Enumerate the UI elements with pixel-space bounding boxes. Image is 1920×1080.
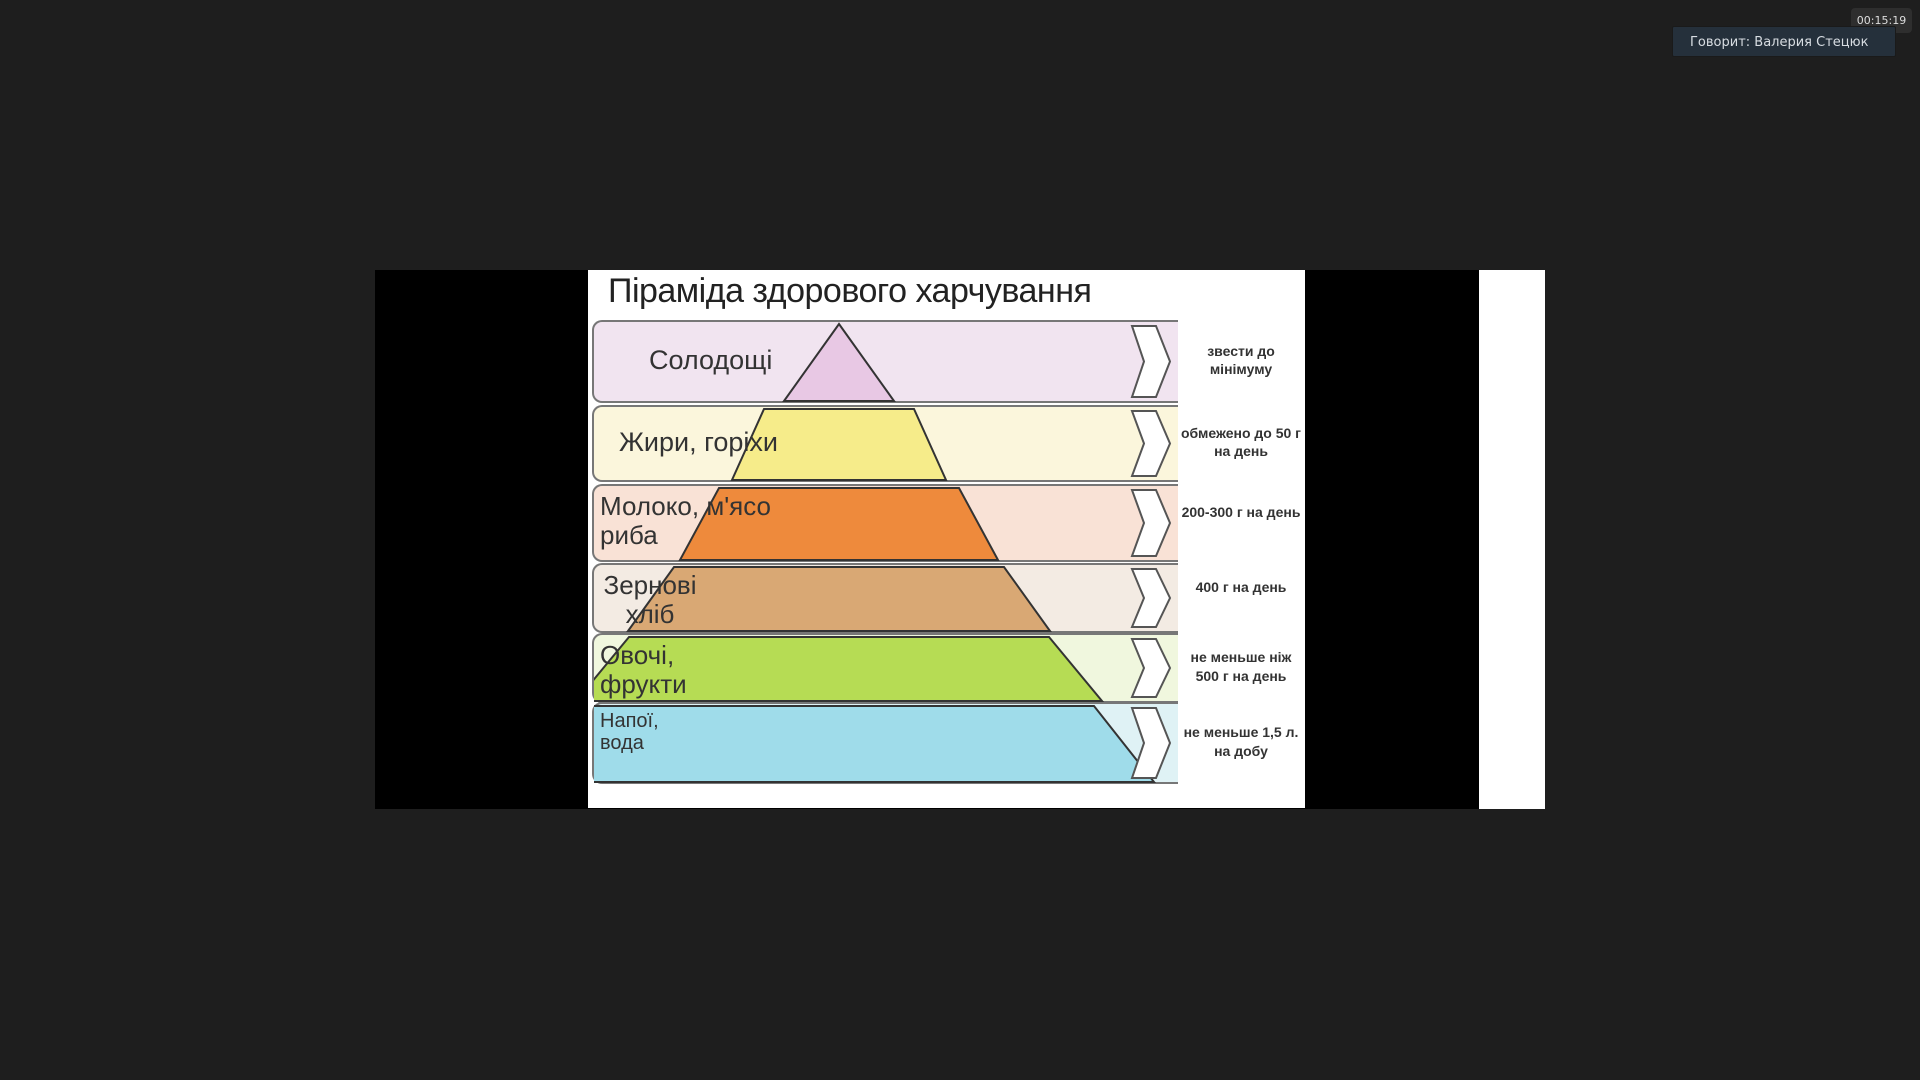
active-speaker-banner: Говорит: Валерия Стецюк	[1672, 26, 1896, 57]
pyramid-level: Напої, вода	[592, 702, 1178, 784]
chevron-right-icon	[1130, 707, 1172, 779]
presentation-slide: Піраміда здорового харчування Солодощі зв…	[588, 270, 1305, 808]
chevron-right-icon	[1130, 410, 1172, 477]
pyramid-food-segment	[626, 566, 1052, 632]
pyramid-food-segment	[594, 636, 1105, 702]
pyramid-food-segment	[678, 487, 1000, 561]
pyramid-food-segment	[782, 322, 896, 402]
slide-title: Піраміда здорового харчування	[608, 272, 1092, 310]
chevron-right-icon	[1130, 325, 1172, 398]
level-label: Зернові хліб	[603, 570, 697, 629]
level-recommendation: не меньше ніж 500 г на день	[1190, 649, 1292, 684]
pyramid-food-segment	[594, 705, 1157, 783]
level-recommendation: 400 г на день	[1195, 579, 1287, 595]
shared-screen-edge	[1479, 270, 1545, 809]
level-label: Овочі, фрукти	[600, 640, 687, 699]
level-recommendation: не меньше 1,5 л. на добу	[1183, 724, 1299, 759]
pyramid-level: Солодощі	[592, 320, 1178, 403]
pyramid-level: Зернові хліб	[592, 563, 1178, 633]
level-label: Напої, вода	[600, 710, 659, 754]
chevron-right-icon	[1130, 568, 1172, 628]
level-recommendation: 200-300 г на день	[1181, 504, 1301, 520]
level-recommendation: обмежено до 50 г на день	[1180, 424, 1302, 460]
level-label: Жири, горіхи	[619, 426, 778, 457]
level-label: Солодощі	[649, 344, 773, 375]
pyramid-level: Молоко, м'ясо риба	[592, 484, 1178, 562]
pyramid-level: Жири, горіхи	[592, 405, 1178, 482]
chevron-right-icon	[1130, 638, 1172, 698]
level-label: Молоко, м'ясо риба	[600, 491, 772, 550]
level-recommendation: звести до мінімуму	[1207, 342, 1275, 378]
pyramid-level: Овочі, фрукти	[592, 633, 1178, 703]
pyramid-food-segment	[730, 408, 948, 481]
chevron-right-icon	[1130, 489, 1172, 557]
